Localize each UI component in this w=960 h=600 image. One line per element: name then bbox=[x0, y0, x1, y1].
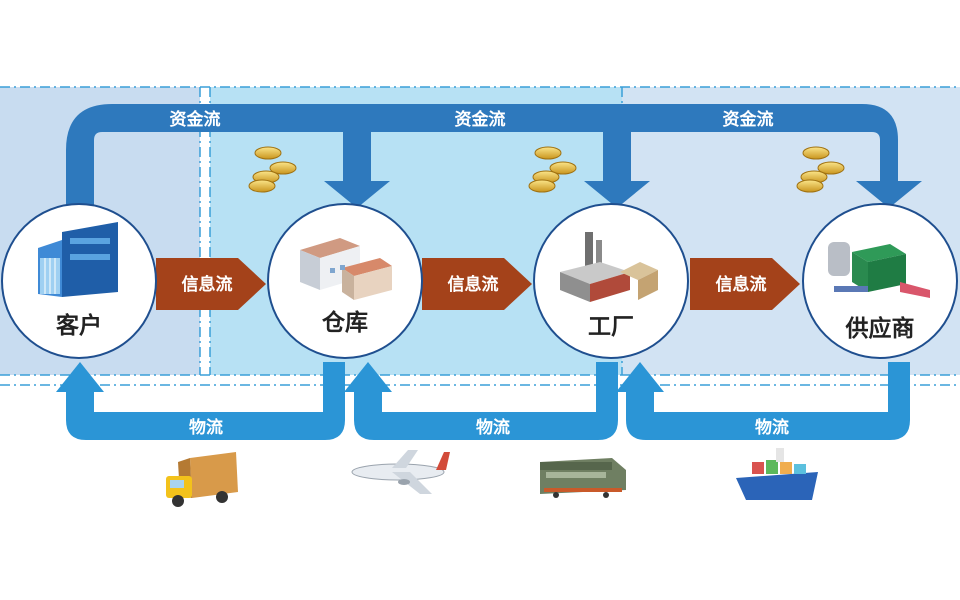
node-supplier-label: 供应商 bbox=[845, 315, 915, 342]
node-factory-label: 工厂 bbox=[588, 314, 634, 340]
warehouse-icon bbox=[300, 238, 392, 300]
capital-flow-label-1: 资金流 bbox=[170, 109, 221, 130]
gold-coins-icon bbox=[248, 146, 297, 193]
information-flow-arrows bbox=[156, 258, 800, 310]
node-customer-label: 客户 bbox=[56, 312, 102, 339]
truck-icon bbox=[166, 452, 238, 507]
information-flow-label-2: 信息流 bbox=[448, 274, 499, 295]
cargo-ship-icon bbox=[736, 448, 818, 500]
capital-flow-label-3: 资金流 bbox=[723, 109, 774, 130]
capital-flow-label-2: 资金流 bbox=[455, 109, 506, 130]
airplane-icon bbox=[351, 450, 450, 494]
logistics-flow-label-3: 物流 bbox=[755, 417, 789, 438]
information-flow-label-3: 信息流 bbox=[716, 274, 767, 295]
factory-icon bbox=[560, 232, 658, 302]
office-building-icon bbox=[38, 222, 118, 297]
zone-separators bbox=[0, 86, 960, 386]
train-icon bbox=[540, 458, 626, 498]
logistics-flow-label-1: 物流 bbox=[189, 417, 223, 438]
gold-coins-icon bbox=[796, 146, 845, 193]
information-flow-label-1: 信息流 bbox=[182, 274, 233, 295]
logistics-flow-arrows bbox=[56, 362, 910, 440]
supplier-plant-icon bbox=[828, 242, 930, 298]
logistics-flow-label-2: 物流 bbox=[476, 417, 510, 438]
gold-coins-icon bbox=[528, 146, 577, 193]
capital-flow-arrows bbox=[66, 104, 922, 225]
node-warehouse-label: 仓库 bbox=[321, 309, 368, 336]
